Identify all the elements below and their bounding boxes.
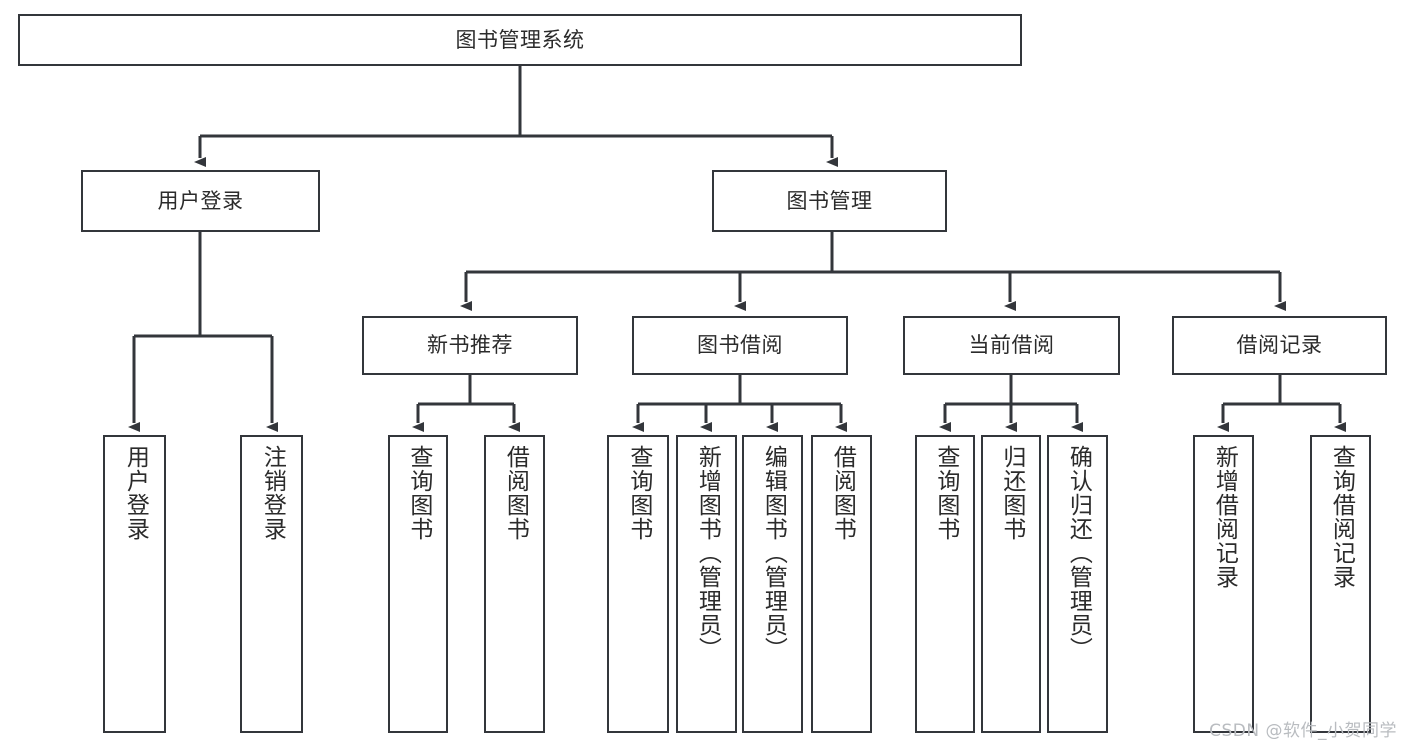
node-label: 查询图书 <box>405 445 432 541</box>
node-leaf-add-book[interactable]: 新增图书（管理员） <box>676 435 737 733</box>
node-label: 用户登录 <box>122 445 149 541</box>
node-label: 图书借阅 <box>697 333 783 358</box>
node-leaf-return-book[interactable]: 归还图书 <box>981 435 1041 733</box>
node-label: 用户登录 <box>157 188 244 213</box>
node-book-borrow[interactable]: 图书借阅 <box>632 316 848 375</box>
node-label: 查询借阅记录 <box>1328 445 1355 589</box>
node-leaf-add-record[interactable]: 新增借阅记录 <box>1193 435 1254 733</box>
node-leaf-logout-login[interactable]: 注销登录 <box>240 435 303 733</box>
node-borrow-record[interactable]: 借阅记录 <box>1172 316 1387 375</box>
node-leaf-query-book-1[interactable]: 查询图书 <box>388 435 448 733</box>
node-book-management-system[interactable]: 图书管理系统 <box>18 14 1022 66</box>
node-label: 新增借阅记录 <box>1211 445 1238 589</box>
node-leaf-borrow-book-1[interactable]: 借阅图书 <box>484 435 545 733</box>
node-label: 新书推荐 <box>427 333 513 358</box>
node-leaf-edit-book[interactable]: 编辑图书（管理员） <box>742 435 803 733</box>
node-label: 查询图书 <box>625 445 652 541</box>
node-user-login[interactable]: 用户登录 <box>81 170 320 232</box>
node-leaf-borrow-book-2[interactable]: 借阅图书 <box>811 435 872 733</box>
node-current-borrow[interactable]: 当前借阅 <box>903 316 1120 375</box>
node-label: 编辑图书（管理员） <box>760 445 787 661</box>
node-label: 借阅图书 <box>502 445 529 541</box>
node-leaf-confirm-return[interactable]: 确认归还（管理员） <box>1047 435 1108 733</box>
node-leaf-query-book-2[interactable]: 查询图书 <box>607 435 669 733</box>
node-label: 确认归还（管理员） <box>1065 445 1092 661</box>
node-label: 图书管理 <box>786 188 873 213</box>
node-label: 新增图书（管理员） <box>694 445 721 661</box>
node-label: 图书管理系统 <box>455 27 585 52</box>
node-leaf-query-book-3[interactable]: 查询图书 <box>915 435 975 733</box>
node-label: 查询图书 <box>932 445 959 541</box>
node-leaf-user-login[interactable]: 用户登录 <box>103 435 166 733</box>
node-book-management[interactable]: 图书管理 <box>712 170 947 232</box>
node-label: 当前借阅 <box>968 333 1055 358</box>
node-label: 归还图书 <box>998 445 1025 541</box>
node-label: 借阅记录 <box>1236 333 1323 358</box>
node-label: 注销登录 <box>259 445 286 541</box>
node-label: 借阅图书 <box>829 445 856 541</box>
node-new-book-recommend[interactable]: 新书推荐 <box>362 316 578 375</box>
csdn-watermark: CSDN @软件_小贺同学 <box>1209 721 1397 741</box>
node-leaf-query-record[interactable]: 查询借阅记录 <box>1310 435 1371 733</box>
